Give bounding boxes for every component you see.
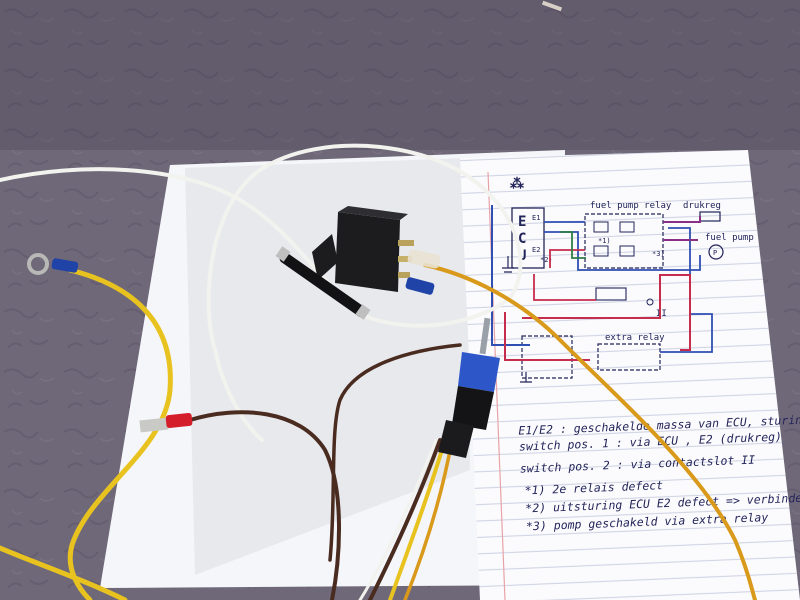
ecu-letter-e: E [518, 214, 526, 230]
note-line-4: *1) 2e relais defect [524, 478, 663, 497]
wires [0, 143, 757, 600]
battery-symbol [595, 287, 627, 301]
wire-white-loop [0, 143, 523, 442]
wire-brown-1 [188, 410, 341, 600]
wire-yellow-left [67, 267, 173, 600]
note-marker-1: *1) [598, 237, 611, 245]
toggle-lever [479, 317, 491, 355]
extra-relay-label: extra relay [605, 333, 665, 343]
relay-mount-bracket [312, 234, 338, 280]
trace-ground [502, 256, 532, 383]
spade-terminal-blue [405, 277, 435, 295]
ecu-e2-label: E2 [532, 246, 540, 254]
relay-pin-3 [398, 272, 410, 278]
relay [312, 206, 414, 292]
note-marker-2: *2) [540, 256, 553, 264]
relay-pin-1 [398, 240, 414, 246]
wire-yellow-bottom [0, 545, 128, 600]
notepad [460, 150, 800, 600]
toggle-base [452, 386, 494, 430]
wiring-diagram: ⁂ E C U E1 E2 fuel pump relay *1) *3) *2… [491, 176, 754, 383]
relay-coil-1 [593, 221, 609, 233]
terminals [27, 249, 441, 433]
desk-shadow-top [0, 0, 800, 150]
toggle-boot [438, 420, 474, 458]
fuel-pump-symbol [708, 244, 724, 260]
second-relay-box [521, 335, 573, 379]
fuel-pump-relay-label: fuel pump relay [590, 201, 672, 211]
relay-coil-3 [593, 245, 609, 257]
trace-green [560, 231, 586, 259]
desk-debris [541, 0, 563, 12]
wire-bundle-white [358, 438, 438, 600]
relay-coil-4 [619, 245, 635, 257]
ecu-box [511, 207, 545, 269]
ecu-e1-label: E1 [532, 214, 540, 222]
sleeve-end-cap-1 [275, 246, 291, 262]
spade-terminal-metal [139, 417, 169, 433]
relay-top-face [338, 206, 408, 220]
switch-contact [646, 298, 654, 306]
relay-body [335, 212, 400, 292]
ecu-letter-u: U [518, 248, 526, 264]
notepad-ruling [460, 150, 800, 600]
heat-shrink-tube [279, 252, 368, 318]
wire-bundle-yellow [388, 438, 447, 600]
trace-blue-1 [491, 205, 530, 346]
trace-purple [663, 216, 701, 241]
sleeve-end-cap-2 [355, 304, 371, 320]
extra-relay-box [597, 343, 661, 371]
trace-red-1 [504, 274, 691, 361]
wire-brown-2 [328, 343, 462, 562]
fuel-pump-symbol-letter: P [713, 249, 717, 257]
transparent-connector [407, 249, 441, 269]
relay-pin-2 [398, 256, 412, 262]
fuel-pump-label: fuel pump [705, 233, 754, 243]
ecu-letter-c: C [518, 231, 526, 247]
diagram-doodle: ⁂ [510, 176, 524, 192]
wire-bundle-orange [403, 438, 454, 600]
toggle-switch [438, 317, 500, 458]
relay-coil-2 [619, 221, 635, 233]
note-marker-3: *3) [652, 250, 665, 258]
ring-terminal-insulator [51, 258, 79, 273]
wire-bundle-brown [368, 438, 442, 600]
trace-red-2 [533, 249, 596, 301]
ring-terminal [27, 253, 49, 275]
toggle-body [458, 352, 500, 392]
wire-orange [423, 263, 757, 600]
drukreg-label: drukreg [683, 201, 721, 211]
switch-numeral: II [656, 309, 667, 319]
diode-sleeve [275, 246, 371, 320]
notepad-margin-line [487, 171, 506, 600]
spade-terminal-insulator [165, 412, 193, 429]
